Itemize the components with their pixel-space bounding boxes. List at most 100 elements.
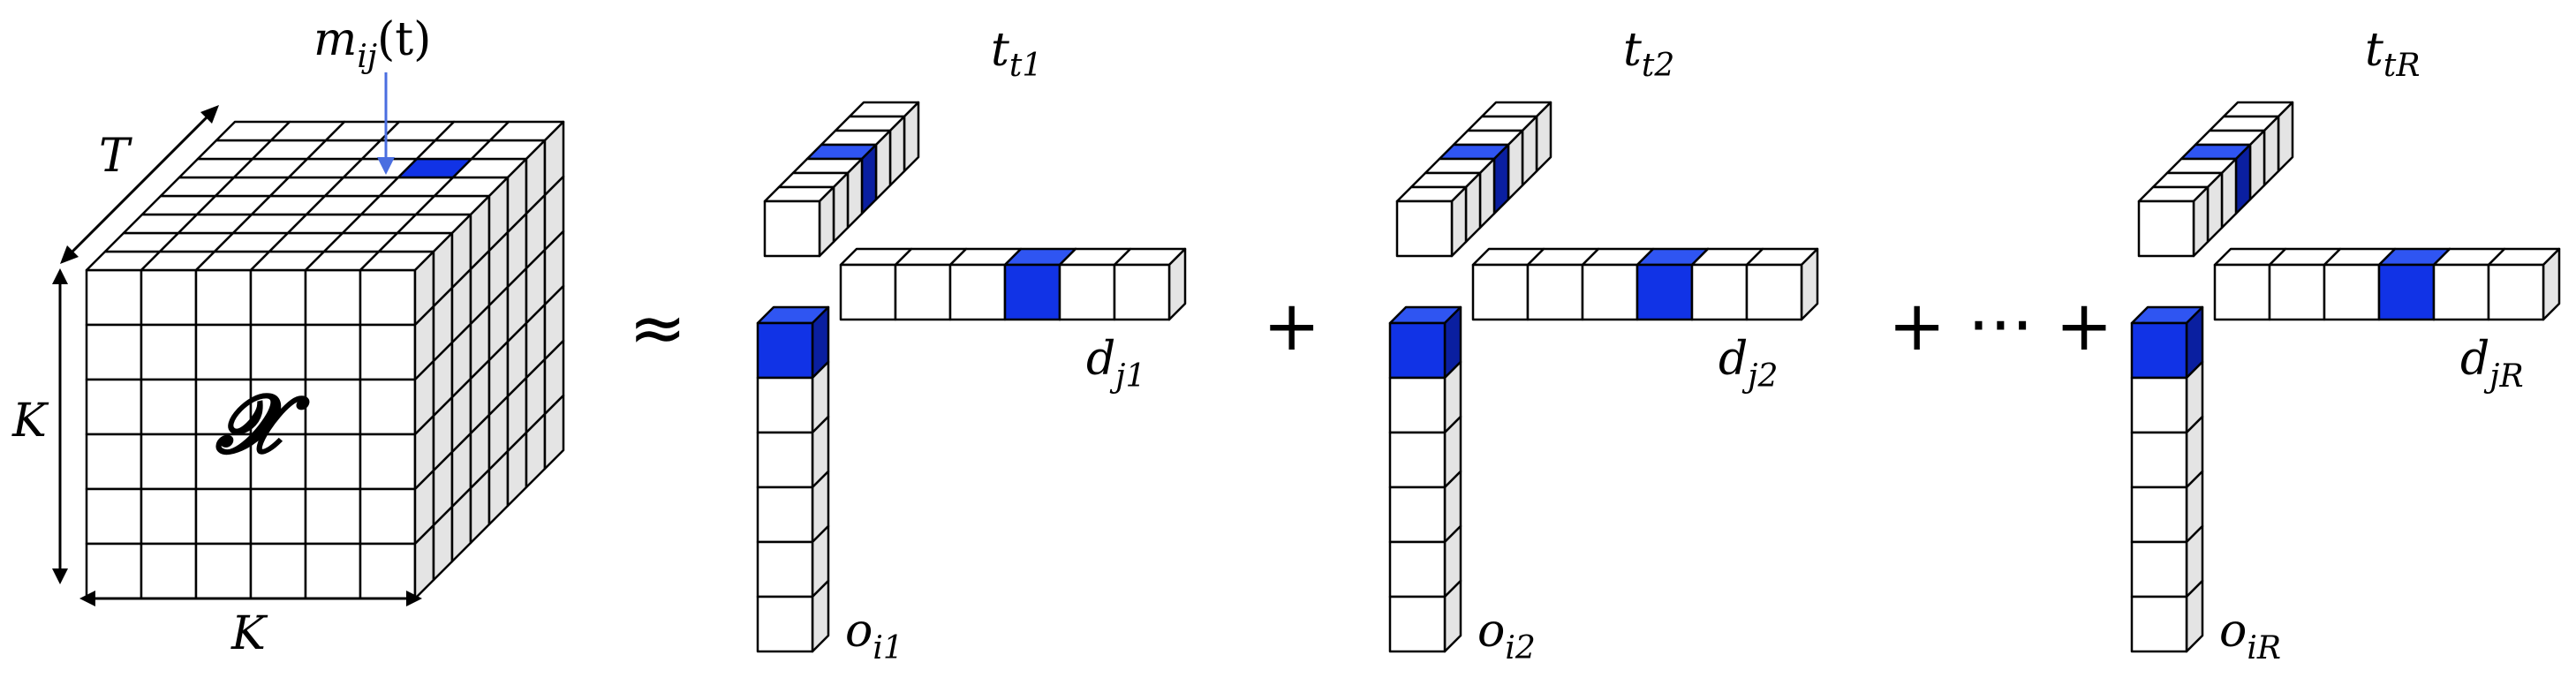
destination-cell-front [894,263,952,321]
cube-front-cell [140,323,198,381]
axis-K-side-label: K [11,395,49,448]
origin-cell-front [2130,595,2188,653]
origin-cell-front [756,595,814,653]
plus-dots-operator: + ··· + [1888,287,2113,366]
origin-cell-front [2130,540,2188,598]
cube-front-cell [140,542,198,600]
cube-front-cell [304,323,362,381]
time-vector-1 [763,101,920,258]
destination-cell-front [2487,263,2545,321]
axis-K-bottom-arrow-left [79,591,95,606]
destination-cell-front [948,263,1007,321]
axis-T-label: T [99,130,132,183]
rank-one-component-2: tt2 dj2 oi2 [1388,24,1819,666]
cube-front-cell [249,487,307,546]
cube-front-cell [85,487,143,546]
rank-one-component-1: tt1 dj1 oi1 [756,24,1187,666]
time-cell-front [1395,199,1454,258]
origin-vector-label-R: oiR [2219,605,2281,666]
cube-front-cell [359,378,417,436]
origin-vector-R [2130,305,2204,653]
origin-cell-front [2130,486,2188,544]
destination-cell-front [839,263,897,321]
origin-cell-front [756,431,814,489]
origin-cell-front [1388,376,1447,434]
time-vector-label-2: tt2 [1623,24,1674,84]
cube-front-cell [304,433,362,491]
origin-cell-front [1388,595,1447,653]
origin-vector-2 [1388,305,1462,653]
destination-cell-front [1581,263,1639,321]
cube-front-cell [85,268,143,327]
origin-cell-front [756,540,814,598]
cube-front-cell [359,323,417,381]
axis-K-side-arrow-bottom [52,568,68,584]
cube-front-cell [140,433,198,491]
destination-vector-label-R: djR [2460,333,2524,395]
cube-front-cell [359,542,417,600]
destination-cell-front [1526,263,1584,321]
origin-vector-1 [756,305,830,653]
cube-front-cell [140,487,198,546]
cube-front-cell [85,378,143,436]
plus-operator-1: + [1263,287,1320,366]
cube-front-cell [249,542,307,600]
entry-pointer-arrowhead [377,157,395,175]
destination-vector-2 [1471,247,1819,321]
origin-cell-front [2130,376,2188,434]
origin-cell-front [756,376,814,434]
destination-cell-highlight-front [1635,263,1694,321]
cube-front-cell [194,487,253,546]
origin-vector-label-2: oi2 [1477,605,1536,666]
cube-front-cell [249,268,307,327]
origin-cell-highlight-front [2130,321,2188,380]
axis-K-bottom-arrow-right [406,591,422,606]
destination-cell-front [1471,263,1530,321]
time-cell-front [763,199,821,258]
destination-cell-front [2213,263,2271,321]
axis-K-side-arrow-top [52,268,68,284]
destination-cell-highlight-front [1003,263,1061,321]
destination-cell-front [2432,263,2490,321]
cube-front-cell [194,268,253,327]
time-vector-label-R: ttR [2365,24,2420,84]
rank-one-component-R: ttR djR oiR [2130,24,2561,666]
cube-front-cell [304,487,362,546]
destination-vector-R [2213,247,2561,321]
destination-cell-front [2323,263,2381,321]
axis-K-bottom-label: K [230,607,268,660]
tensor-cube [85,120,565,600]
origin-cell-front [1388,486,1447,544]
cube-front-cell [304,268,362,327]
origin-cell-front [1388,540,1447,598]
entry-label: mij(t) [314,13,431,75]
axis-T-arrow-start [60,245,79,264]
cube-front-cell [304,542,362,600]
origin-cell-front [1388,431,1447,489]
cube-front-cell [85,433,143,491]
cube-front-cell [140,268,198,327]
origin-cell-highlight-front [756,321,814,380]
cube-front-cell [194,323,253,381]
destination-vector-label-2: dj2 [1719,333,1778,395]
cube-front-cell [304,378,362,436]
cube-front-cell [85,542,143,600]
cube-side-cell [543,394,565,470]
cube-front-cell [359,487,417,546]
destination-cell-front [2268,263,2326,321]
time-cell-front [2137,199,2195,258]
cube-front-cell [140,378,198,436]
axis-T-arrow-end [200,105,219,124]
cube-front-cell [85,323,143,381]
destination-cell-front [1745,263,1803,321]
origin-vector-label-1: oi1 [845,605,903,666]
destination-vector-label-1: dj1 [1086,333,1145,395]
origin-cell-front [756,486,814,544]
destination-cell-front [1113,263,1171,321]
approx-operator: ≈ [629,289,686,368]
time-vector-label-1: tt1 [991,24,1042,84]
destination-cell-front [1058,263,1116,321]
cube-front-cell [194,542,253,600]
